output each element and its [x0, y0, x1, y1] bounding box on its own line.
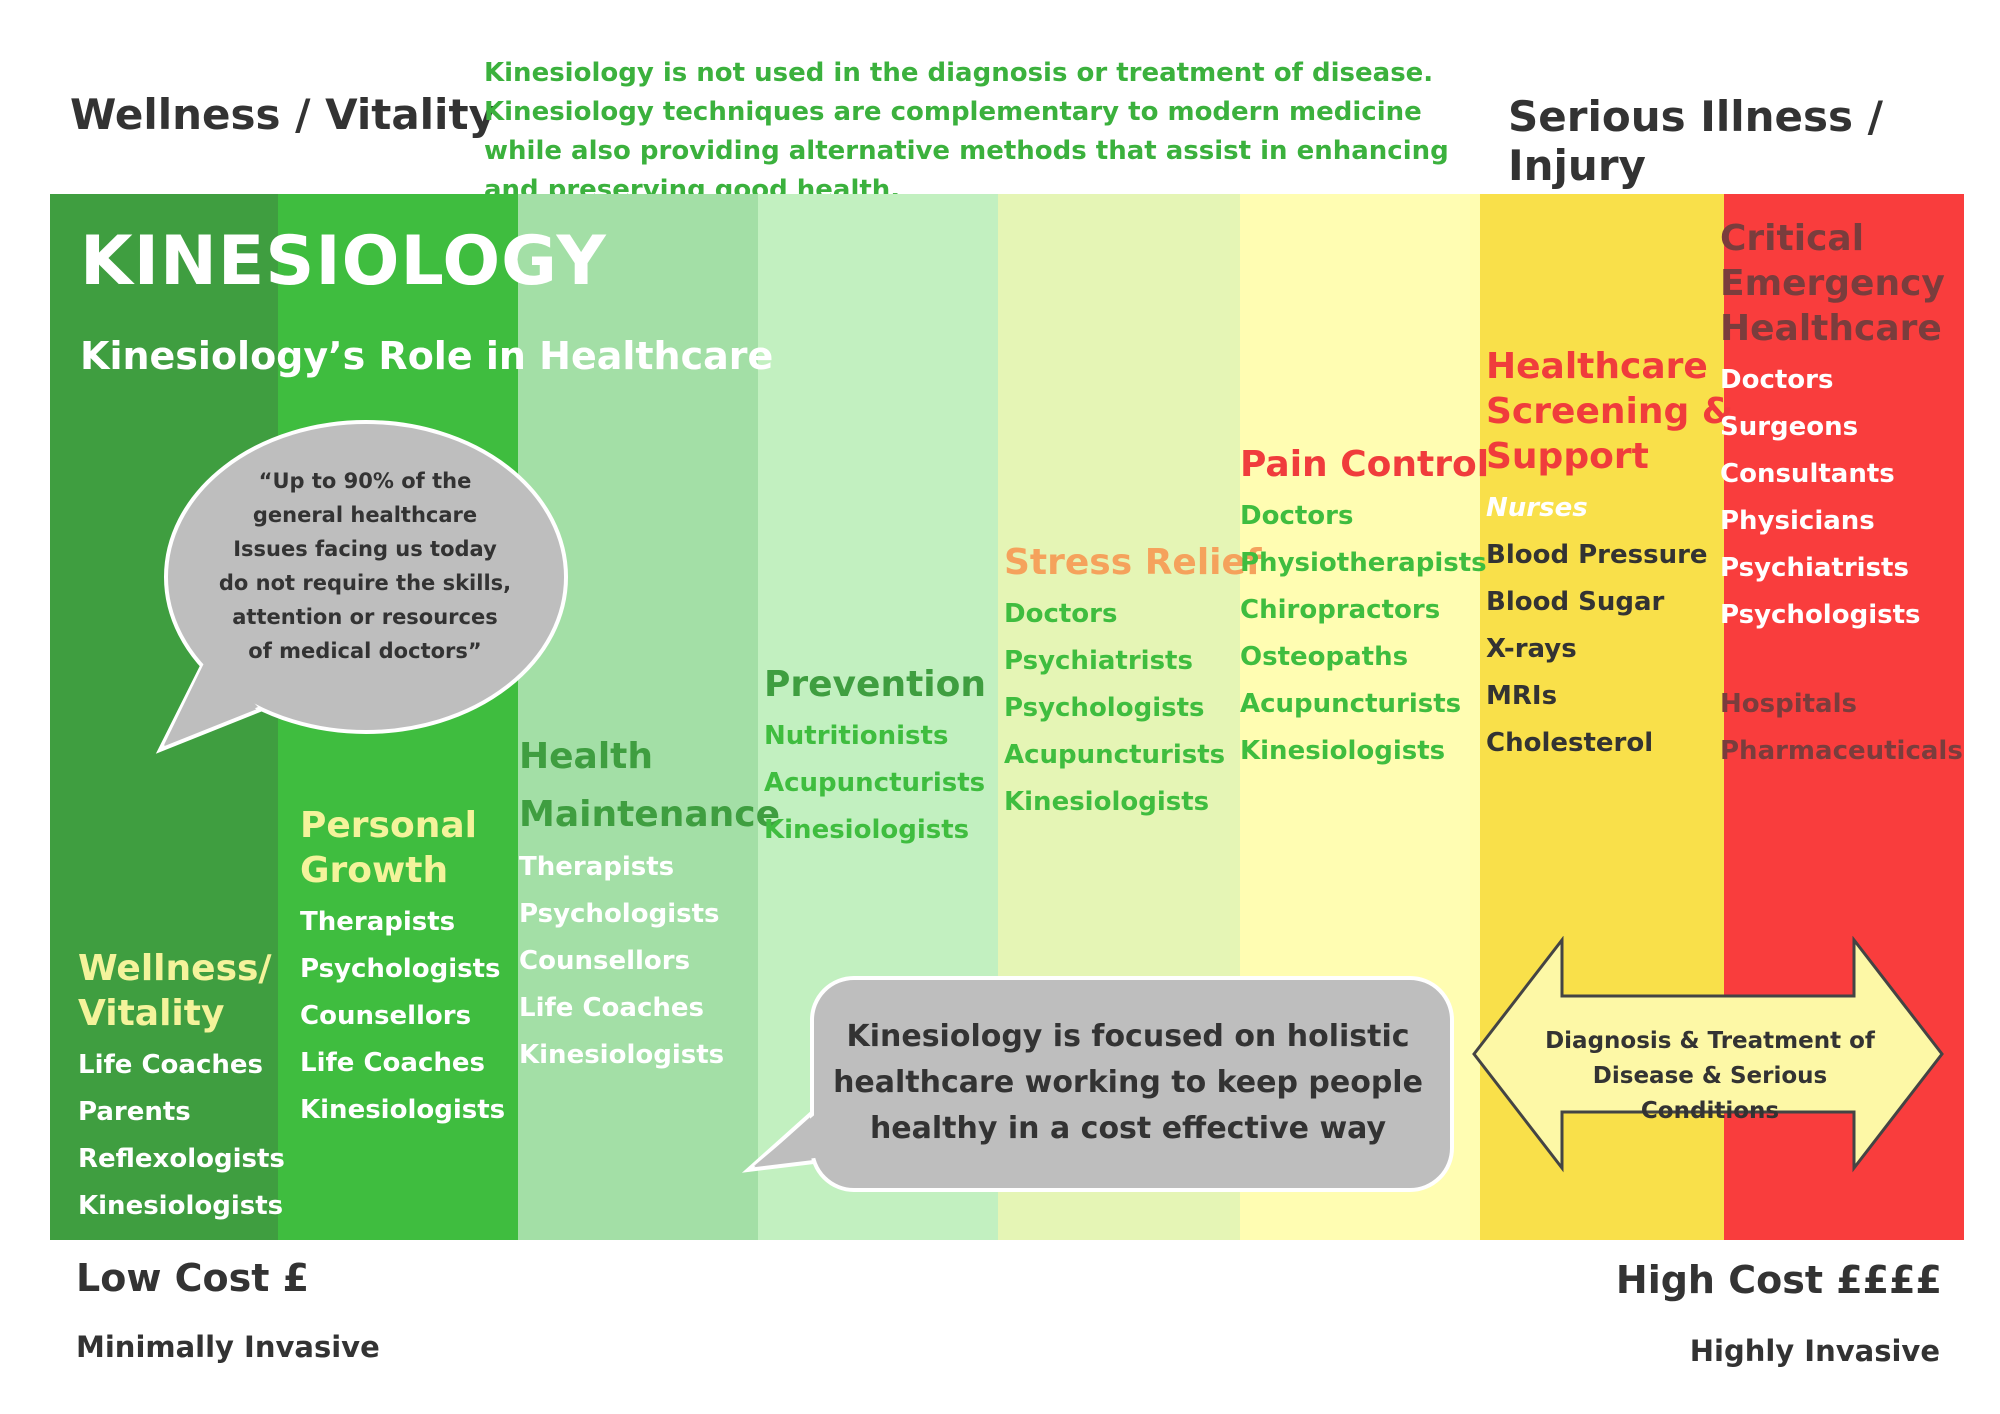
list-item: Surgeons: [1720, 412, 1859, 442]
list-item: Reflexologists: [78, 1144, 285, 1174]
band-health-maintenance: [518, 194, 758, 1240]
list-item: Kinesiologists: [1240, 736, 1446, 766]
holistic-line: healthy in a cost effective way: [869, 1111, 1387, 1146]
list-item: Nurses: [1486, 493, 1588, 523]
column-pain-control: Pain Control Doctors Physiotherapists Ch…: [1240, 442, 1489, 775]
list-item: Psychologists: [519, 899, 720, 929]
quote-line: “Up to 90% of the: [258, 469, 472, 493]
column-title: Prevention: [764, 664, 986, 705]
list-item: MRIs: [1486, 681, 1558, 711]
disclaimer-note: Kinesiology is not used in the diagnosis…: [484, 58, 1449, 205]
arrow-line: Diagnosis & Treatment of: [1545, 1028, 1875, 1054]
holistic-bubble-shape: [741, 976, 1454, 1192]
list-item: Life Coaches: [300, 1048, 485, 1078]
list-item: Kinesiologists: [1004, 787, 1210, 817]
list-item: Blood Sugar: [1486, 587, 1665, 617]
list-item: Parents: [78, 1097, 191, 1127]
header-right-label: Serious Illness / Injury: [1508, 92, 1883, 190]
list-item: Cholesterol: [1486, 728, 1654, 758]
list-item: Life Coaches: [519, 993, 704, 1023]
list-item: Psychologists: [300, 954, 501, 984]
list-item: Psychiatrists: [1004, 646, 1193, 676]
highly-invasive-label: Highly Invasive: [1689, 1334, 1940, 1368]
high-cost-label: High Cost ££££: [1615, 1258, 1942, 1302]
list-item: Physiotherapists: [1240, 548, 1487, 578]
list-item: Kinesiologists: [78, 1191, 284, 1221]
list-item: Acupuncturists: [1240, 689, 1462, 719]
header-left-label: Wellness / Vitality: [70, 90, 496, 139]
list-item: Psychologists: [1720, 600, 1921, 630]
quote-line: attention or resources: [232, 605, 498, 629]
list-item: Consultants: [1720, 459, 1895, 489]
list-item: Acupuncturists: [764, 768, 986, 798]
main-title: KINESIOLOGY: [80, 222, 607, 301]
column-prevention: Prevention Nutritionists Acupuncturists …: [764, 662, 986, 854]
quote-line: of medical doctors”: [248, 639, 482, 663]
list-item: Physicians: [1720, 506, 1875, 536]
column-wellness: Wellness/Vitality Life Coaches Parents R…: [78, 946, 285, 1230]
column-title: Wellness/Vitality: [78, 948, 272, 1034]
list-item: Doctors: [1720, 365, 1834, 395]
list-item: Hospitals: [1720, 689, 1857, 719]
holistic-line: Kinesiology is focused on holistic: [846, 1019, 1410, 1054]
list-item: Psychologists: [1004, 693, 1205, 723]
arrow-label: Diagnosis & Treatment of Disease & Serio…: [1520, 1024, 1900, 1129]
list-item: Pharmaceuticals: [1720, 736, 1963, 766]
list-item: Psychiatrists: [1720, 553, 1909, 583]
column-title: Stress Relief: [1004, 542, 1262, 583]
list-item: Acupuncturists: [1004, 740, 1226, 770]
double-arrow-shape: [1472, 936, 1944, 1173]
list-item: Chiropractors: [1240, 595, 1441, 625]
list-item: Kinesiologists: [764, 815, 970, 845]
list-item: Nutritionists: [764, 721, 949, 751]
quote-bubble: “Up to 90% of the general healthcare Iss…: [210, 464, 520, 668]
quote-line: Issues facing us today: [233, 537, 497, 561]
list-item: Therapists: [300, 907, 456, 937]
list-item: Kinesiologists: [519, 1040, 725, 1070]
list-item: Kinesiologists: [300, 1095, 506, 1125]
holistic-bubble: Kinesiology is focused on holistic healt…: [818, 1014, 1438, 1152]
list-item: X-rays: [1486, 634, 1577, 664]
list-item: Osteopaths: [1240, 642, 1409, 672]
low-cost-label: Low Cost £: [76, 1256, 310, 1300]
quote-line: general healthcare: [252, 503, 478, 527]
quote-line: do not require the skills,: [218, 571, 512, 595]
minimally-invasive-label: Minimally Invasive: [76, 1330, 380, 1364]
quote-bubble-shape: [155, 420, 568, 754]
list-item: Doctors: [1004, 599, 1118, 629]
list-item: Doctors: [1240, 501, 1354, 531]
list-item: Therapists: [519, 852, 675, 882]
list-item: Counsellors: [519, 946, 691, 976]
list-item: Counsellors: [300, 1001, 472, 1031]
column-stress-relief: Stress Relief Doctors Psychiatrists Psyc…: [1004, 540, 1262, 826]
holistic-line: healthcare working to keep people: [833, 1065, 1423, 1100]
subtitle: Kinesiology’s Role in Healthcare: [80, 334, 774, 378]
arrow-line: Disease & Serious Conditions: [1592, 1063, 1828, 1124]
list-item: Life Coaches: [78, 1050, 263, 1080]
list-item: Blood Pressure: [1486, 540, 1708, 570]
column-title: Pain Control: [1240, 444, 1490, 485]
